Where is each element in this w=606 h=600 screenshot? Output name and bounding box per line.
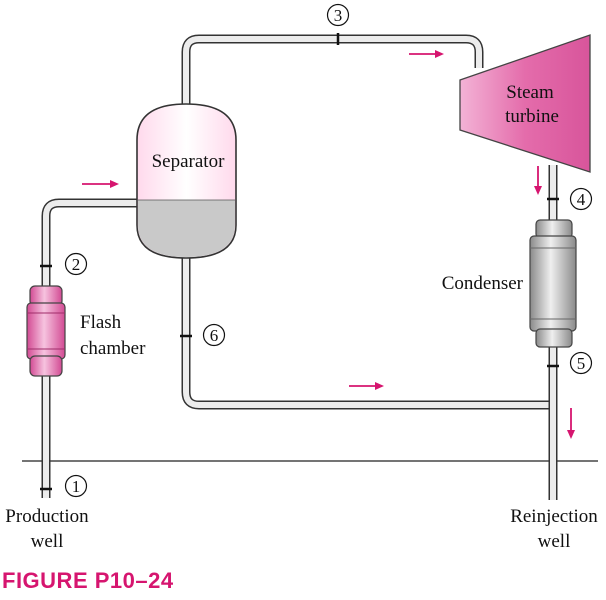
- state-5-marker: 5: [569, 351, 593, 375]
- condenser-label: Condenser: [442, 273, 524, 294]
- reinjection-well-label-line2: well: [538, 531, 571, 552]
- state-2-marker: 2: [64, 252, 88, 276]
- state-4-marker: 4: [569, 187, 593, 211]
- flow-arrows: [82, 50, 575, 439]
- flash-chamber-label-line2: chamber: [80, 338, 146, 359]
- steam-turbine-label-line1: Steam: [506, 82, 554, 103]
- state-markers: 1 2 3 4 5 6: [64, 3, 593, 498]
- state-ticks: [40, 33, 559, 491]
- flow-arrow-to-turbine: [409, 50, 444, 58]
- state-5-number: 5: [577, 354, 586, 373]
- flash-chamber: Flash chamber: [26, 285, 146, 377]
- state-4-number: 4: [577, 190, 586, 209]
- flow-arrow-to-separator: [82, 180, 119, 188]
- state-6-marker: 6: [202, 323, 226, 347]
- steam-turbine-label-line2: turbine: [505, 106, 559, 127]
- production-well-label-line2: well: [31, 531, 64, 552]
- steam-turbine: Steam turbine: [459, 34, 591, 173]
- flow-arrow-to-reinjection: [567, 408, 575, 439]
- separator-liquid: [138, 200, 235, 257]
- state-6-number: 6: [210, 326, 219, 345]
- state-3-marker: 3: [326, 3, 350, 27]
- flow-arrow-to-condenser: [534, 166, 542, 195]
- state-1-marker: 1: [64, 474, 88, 498]
- separator: Separator: [136, 103, 237, 259]
- flow-arrow-liquid-line: [349, 382, 384, 390]
- state-1-number: 1: [72, 477, 81, 496]
- state-2-number: 2: [72, 255, 81, 274]
- production-well-label-line1: Production: [5, 506, 89, 527]
- separator-label: Separator: [152, 151, 225, 172]
- condenser: Condenser: [442, 219, 577, 348]
- state-3-number: 3: [334, 6, 343, 25]
- reinjection-well-label-line1: Reinjection: [510, 506, 598, 527]
- pipe-separator-to-turbine: [181, 34, 484, 108]
- figure-caption: FIGURE P10–24: [2, 568, 174, 593]
- flash-chamber-label-line1: Flash: [80, 312, 122, 333]
